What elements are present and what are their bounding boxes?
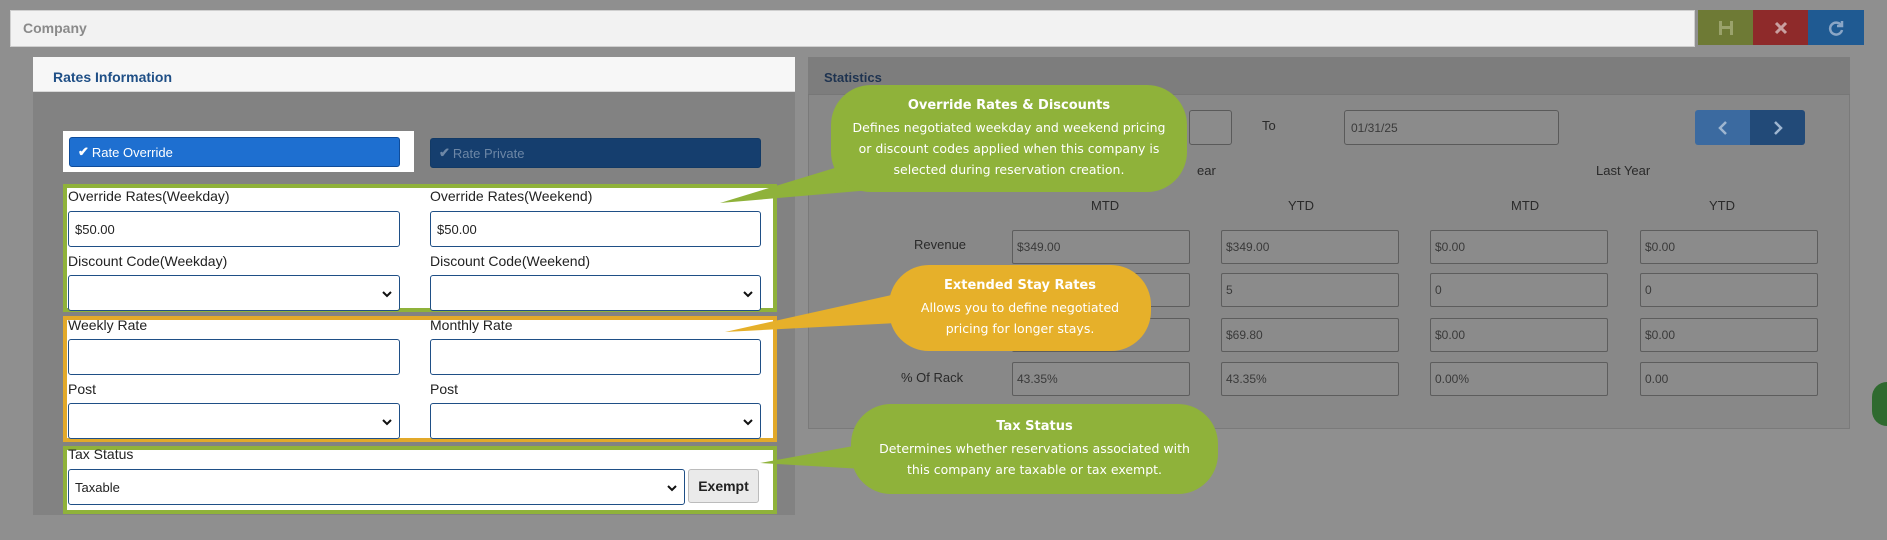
discount-weekday-label: Discount Code(Weekday) (68, 253, 228, 269)
discount-weekend-label: Discount Code(Weekend) (430, 253, 591, 269)
weekly-rate-input[interactable] (68, 339, 400, 375)
chevron-right-icon (1773, 120, 1783, 135)
post-monthly-select[interactable] (430, 403, 761, 439)
stat-cell: 43.35% (1012, 362, 1190, 396)
column-header: YTD (1709, 198, 1735, 213)
callout-body: Determines whether reservations associat… (879, 440, 1190, 477)
tax-status-callout-pointer (760, 443, 880, 470)
column-header: YTD (1288, 198, 1314, 213)
rate-private-button[interactable]: ✔ Rate Private (430, 138, 761, 168)
next-button[interactable] (1750, 110, 1805, 145)
to-label: To (1262, 118, 1276, 133)
check-icon: ✔ (439, 145, 450, 160)
rate-override-label: Rate Override (91, 144, 173, 160)
stat-cell: $69.80 (1221, 318, 1399, 352)
row-label-revenue: Revenue (914, 237, 967, 252)
stat-cell: $0.00 (1640, 230, 1818, 264)
stat-cell: 5 (1221, 273, 1399, 307)
callout-title: Tax Status (996, 418, 1073, 434)
callout-title: Extended Stay Rates (943, 277, 1096, 293)
stat-cell: $0.00 (1430, 230, 1608, 264)
tax-status-select[interactable]: Taxable (68, 469, 685, 505)
statistics-title: Statistics (824, 70, 882, 85)
stat-cell: $349.00 (1221, 230, 1399, 264)
top-bar: Company (10, 10, 1695, 47)
stat-cell: 0 (1430, 273, 1608, 307)
stat-cell: 0.00% (1430, 362, 1608, 396)
override-rates-callout: Override Rates & Discounts Defines negot… (831, 85, 1187, 192)
post-label-monthly: Post (430, 381, 459, 397)
stat-cell: 0.00 (1640, 362, 1818, 396)
rate-private-label: Rate Private (452, 145, 525, 161)
override-weekday-input[interactable]: $50.00 (68, 211, 400, 247)
check-icon: ✔ (78, 144, 89, 159)
callout-body: Defines negotiated weekday and weekend p… (852, 119, 1166, 177)
previous-button[interactable] (1695, 110, 1750, 145)
chevron-down-icon (382, 419, 392, 426)
column-header: MTD (1511, 198, 1540, 213)
callout-body: Allows you to define negotiated pricing … (920, 299, 1120, 336)
save-button[interactable] (1698, 10, 1753, 45)
from-date-input[interactable] (1189, 110, 1232, 145)
extended-stay-callout: Extended Stay Rates Allows you to define… (889, 265, 1151, 351)
post-weekly-select[interactable] (68, 403, 400, 439)
monthly-rate-input[interactable] (430, 339, 761, 375)
monthly-rate-label: Monthly Rate (430, 317, 513, 333)
close-button[interactable] (1753, 10, 1808, 45)
stat-cell: $0.00 (1640, 318, 1818, 352)
chevron-down-icon (743, 291, 753, 298)
chevron-down-icon (743, 419, 753, 426)
column-header: MTD (1091, 198, 1120, 213)
discount-weekend-select[interactable] (430, 275, 761, 311)
stat-cell: 43.35% (1221, 362, 1399, 396)
chevron-down-icon (667, 485, 677, 492)
rates-panel-header: Rates Information (33, 57, 795, 92)
tax-status-callout: Tax Status Determines whether reservatio… (851, 404, 1218, 494)
current-year-label: ear (1197, 163, 1216, 178)
discount-weekday-select[interactable] (68, 275, 400, 311)
rate-override-button[interactable]: ✔ Rate Override (69, 137, 400, 167)
chevron-left-icon (1717, 120, 1727, 135)
tax-status-value: Taxable (75, 479, 120, 495)
stat-cell: $349.00 (1012, 230, 1190, 264)
close-icon (1774, 21, 1787, 34)
to-date-input[interactable]: 01/31/25 (1344, 110, 1559, 145)
post-label-weekly: Post (68, 381, 97, 397)
rates-panel-title: Rates Information (53, 69, 173, 85)
exempt-button[interactable]: Exempt (688, 469, 759, 503)
side-tab (1872, 382, 1887, 426)
override-weekend-input[interactable]: $50.00 (430, 211, 761, 247)
save-icon (1718, 20, 1733, 35)
refresh-icon (1828, 20, 1844, 36)
stat-cell: 0 (1640, 273, 1818, 307)
extended-stay-callout-pointer (725, 292, 915, 332)
row-label-percent-rack: % Of Rack (901, 370, 964, 385)
stat-cell: $0.00 (1430, 318, 1608, 352)
chevron-down-icon (382, 291, 392, 298)
override-weekday-label: Override Rates(Weekday) (68, 188, 230, 204)
override-weekend-label: Override Rates(Weekend) (430, 188, 593, 204)
callout-title: Override Rates & Discounts (907, 97, 1111, 113)
page-title: Company (23, 20, 87, 36)
refresh-button[interactable] (1808, 10, 1864, 45)
last-year-label: Last Year (1596, 163, 1651, 178)
tax-status-label: Tax Status (68, 446, 134, 462)
weekly-rate-label: Weekly Rate (68, 317, 148, 333)
